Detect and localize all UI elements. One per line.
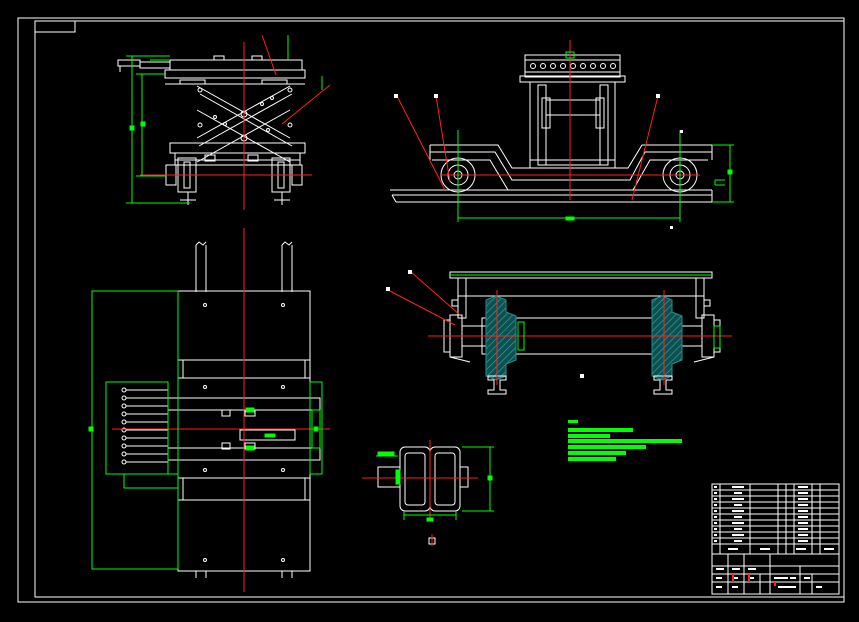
- leader-tag: [434, 94, 438, 98]
- rail-profiles: [487, 375, 673, 395]
- rail-cart-centerlines: [396, 40, 700, 201]
- plan-view-dimensions: [88, 290, 323, 570]
- scissor-lift-centerlines: [140, 34, 331, 210]
- leader-tag: [394, 94, 398, 98]
- leader-tag: [670, 226, 673, 229]
- parts-table-text: [714, 486, 834, 550]
- title-block-red-marks: [732, 574, 776, 586]
- rail-cart-front-elevation: [390, 54, 713, 203]
- rail-cart-dimensions: [457, 130, 734, 222]
- double-roller-detail: [362, 440, 494, 546]
- cable-bundle: [121, 387, 168, 465]
- title-block-text: [716, 568, 822, 588]
- leader-tag: [680, 130, 683, 133]
- technical-notes: [568, 420, 682, 461]
- parts-table: [711, 483, 840, 555]
- tower-top-bolts: [525, 59, 620, 73]
- sheet-border: [17, 17, 845, 603]
- leader-tag: [656, 94, 660, 98]
- plan-view: [121, 241, 321, 578]
- axle-centerlines: [387, 271, 732, 385]
- plan-view-centerlines: [112, 228, 330, 592]
- scissor-lift-side-elevation: [117, 55, 306, 205]
- wheel-axle-section: [386, 270, 732, 395]
- scissor-lift-dimensions: [126, 35, 323, 204]
